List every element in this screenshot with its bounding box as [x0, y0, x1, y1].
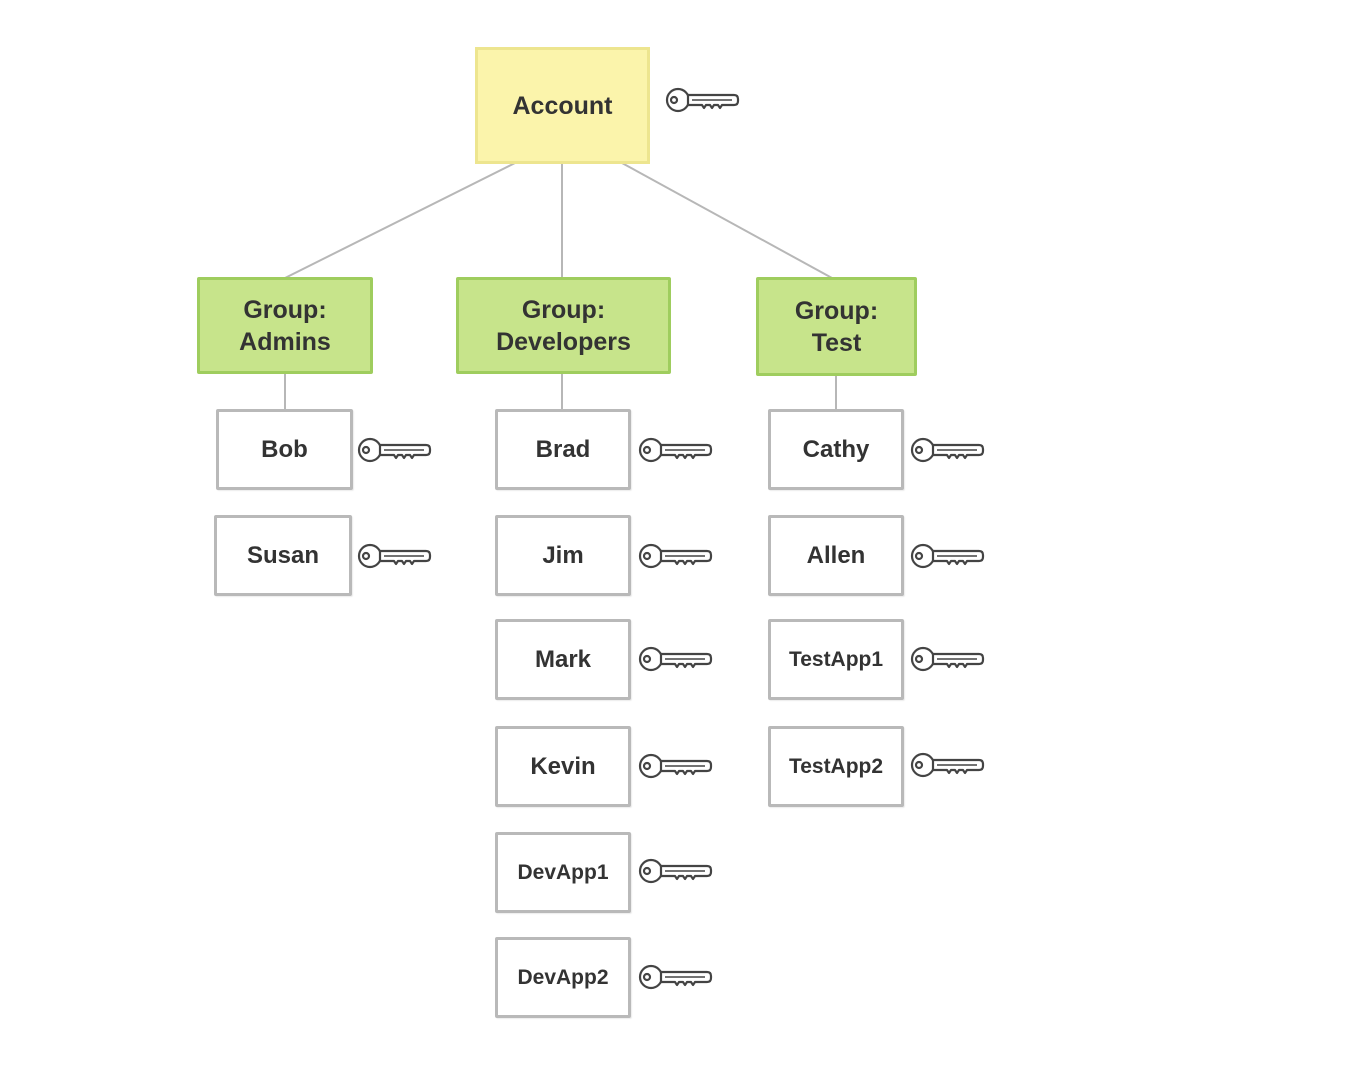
group-test-node[interactable]: Group: Test — [756, 277, 917, 376]
group-developers-label-line1: Group: — [521, 295, 606, 324]
user-node-allen[interactable]: Allen — [768, 515, 904, 596]
key-icon — [638, 964, 713, 990]
user-label: Susan — [246, 541, 320, 569]
key-icon — [910, 543, 985, 569]
key-icon — [357, 437, 432, 463]
user-node-devapp2[interactable]: DevApp2 — [495, 937, 631, 1018]
user-label: DevApp2 — [517, 965, 609, 989]
user-node-kevin[interactable]: Kevin — [495, 726, 631, 807]
user-node-jim[interactable]: Jim — [495, 515, 631, 596]
user-node-mark[interactable]: Mark — [495, 619, 631, 700]
user-label: Cathy — [802, 435, 870, 463]
connector-account-admins — [284, 162, 516, 279]
key-icon — [638, 753, 713, 779]
key-icon — [910, 752, 985, 778]
group-developers-node[interactable]: Group: Developers — [456, 277, 671, 374]
key-icon — [910, 437, 985, 463]
user-label: Allen — [806, 541, 866, 569]
key-icon — [638, 646, 713, 672]
group-admins-label-line1: Group: — [243, 295, 327, 324]
user-label: Jim — [542, 541, 584, 569]
user-label: DevApp1 — [517, 860, 609, 884]
group-admins-node[interactable]: Group: Admins — [197, 277, 373, 374]
user-label: TestApp1 — [788, 647, 884, 671]
user-node-susan[interactable]: Susan — [214, 515, 352, 596]
user-node-testapp2[interactable]: TestApp2 — [768, 726, 904, 807]
account-node[interactable]: Account — [475, 47, 650, 164]
group-admins-label-line2: Admins — [239, 327, 331, 356]
user-node-cathy[interactable]: Cathy — [768, 409, 904, 490]
group-test-label-line1: Group: — [794, 296, 879, 325]
user-label: TestApp2 — [788, 754, 884, 778]
account-label: Account — [512, 91, 613, 120]
key-icon — [910, 646, 985, 672]
user-node-bob[interactable]: Bob — [216, 409, 353, 490]
key-icon — [638, 543, 713, 569]
user-label: Brad — [535, 435, 591, 463]
user-node-brad[interactable]: Brad — [495, 409, 631, 490]
key-icon — [357, 543, 432, 569]
key-icon — [665, 87, 740, 113]
user-node-testapp1[interactable]: TestApp1 — [768, 619, 904, 700]
key-icon — [638, 437, 713, 463]
user-label: Kevin — [530, 752, 596, 780]
group-developers-label-line2: Developers — [496, 327, 631, 356]
group-test-label-line2: Test — [811, 328, 862, 357]
user-node-devapp1[interactable]: DevApp1 — [495, 832, 631, 913]
user-label: Bob — [261, 435, 308, 463]
user-label: Mark — [534, 645, 592, 673]
key-icon — [638, 858, 713, 884]
connector-account-test — [621, 162, 833, 279]
